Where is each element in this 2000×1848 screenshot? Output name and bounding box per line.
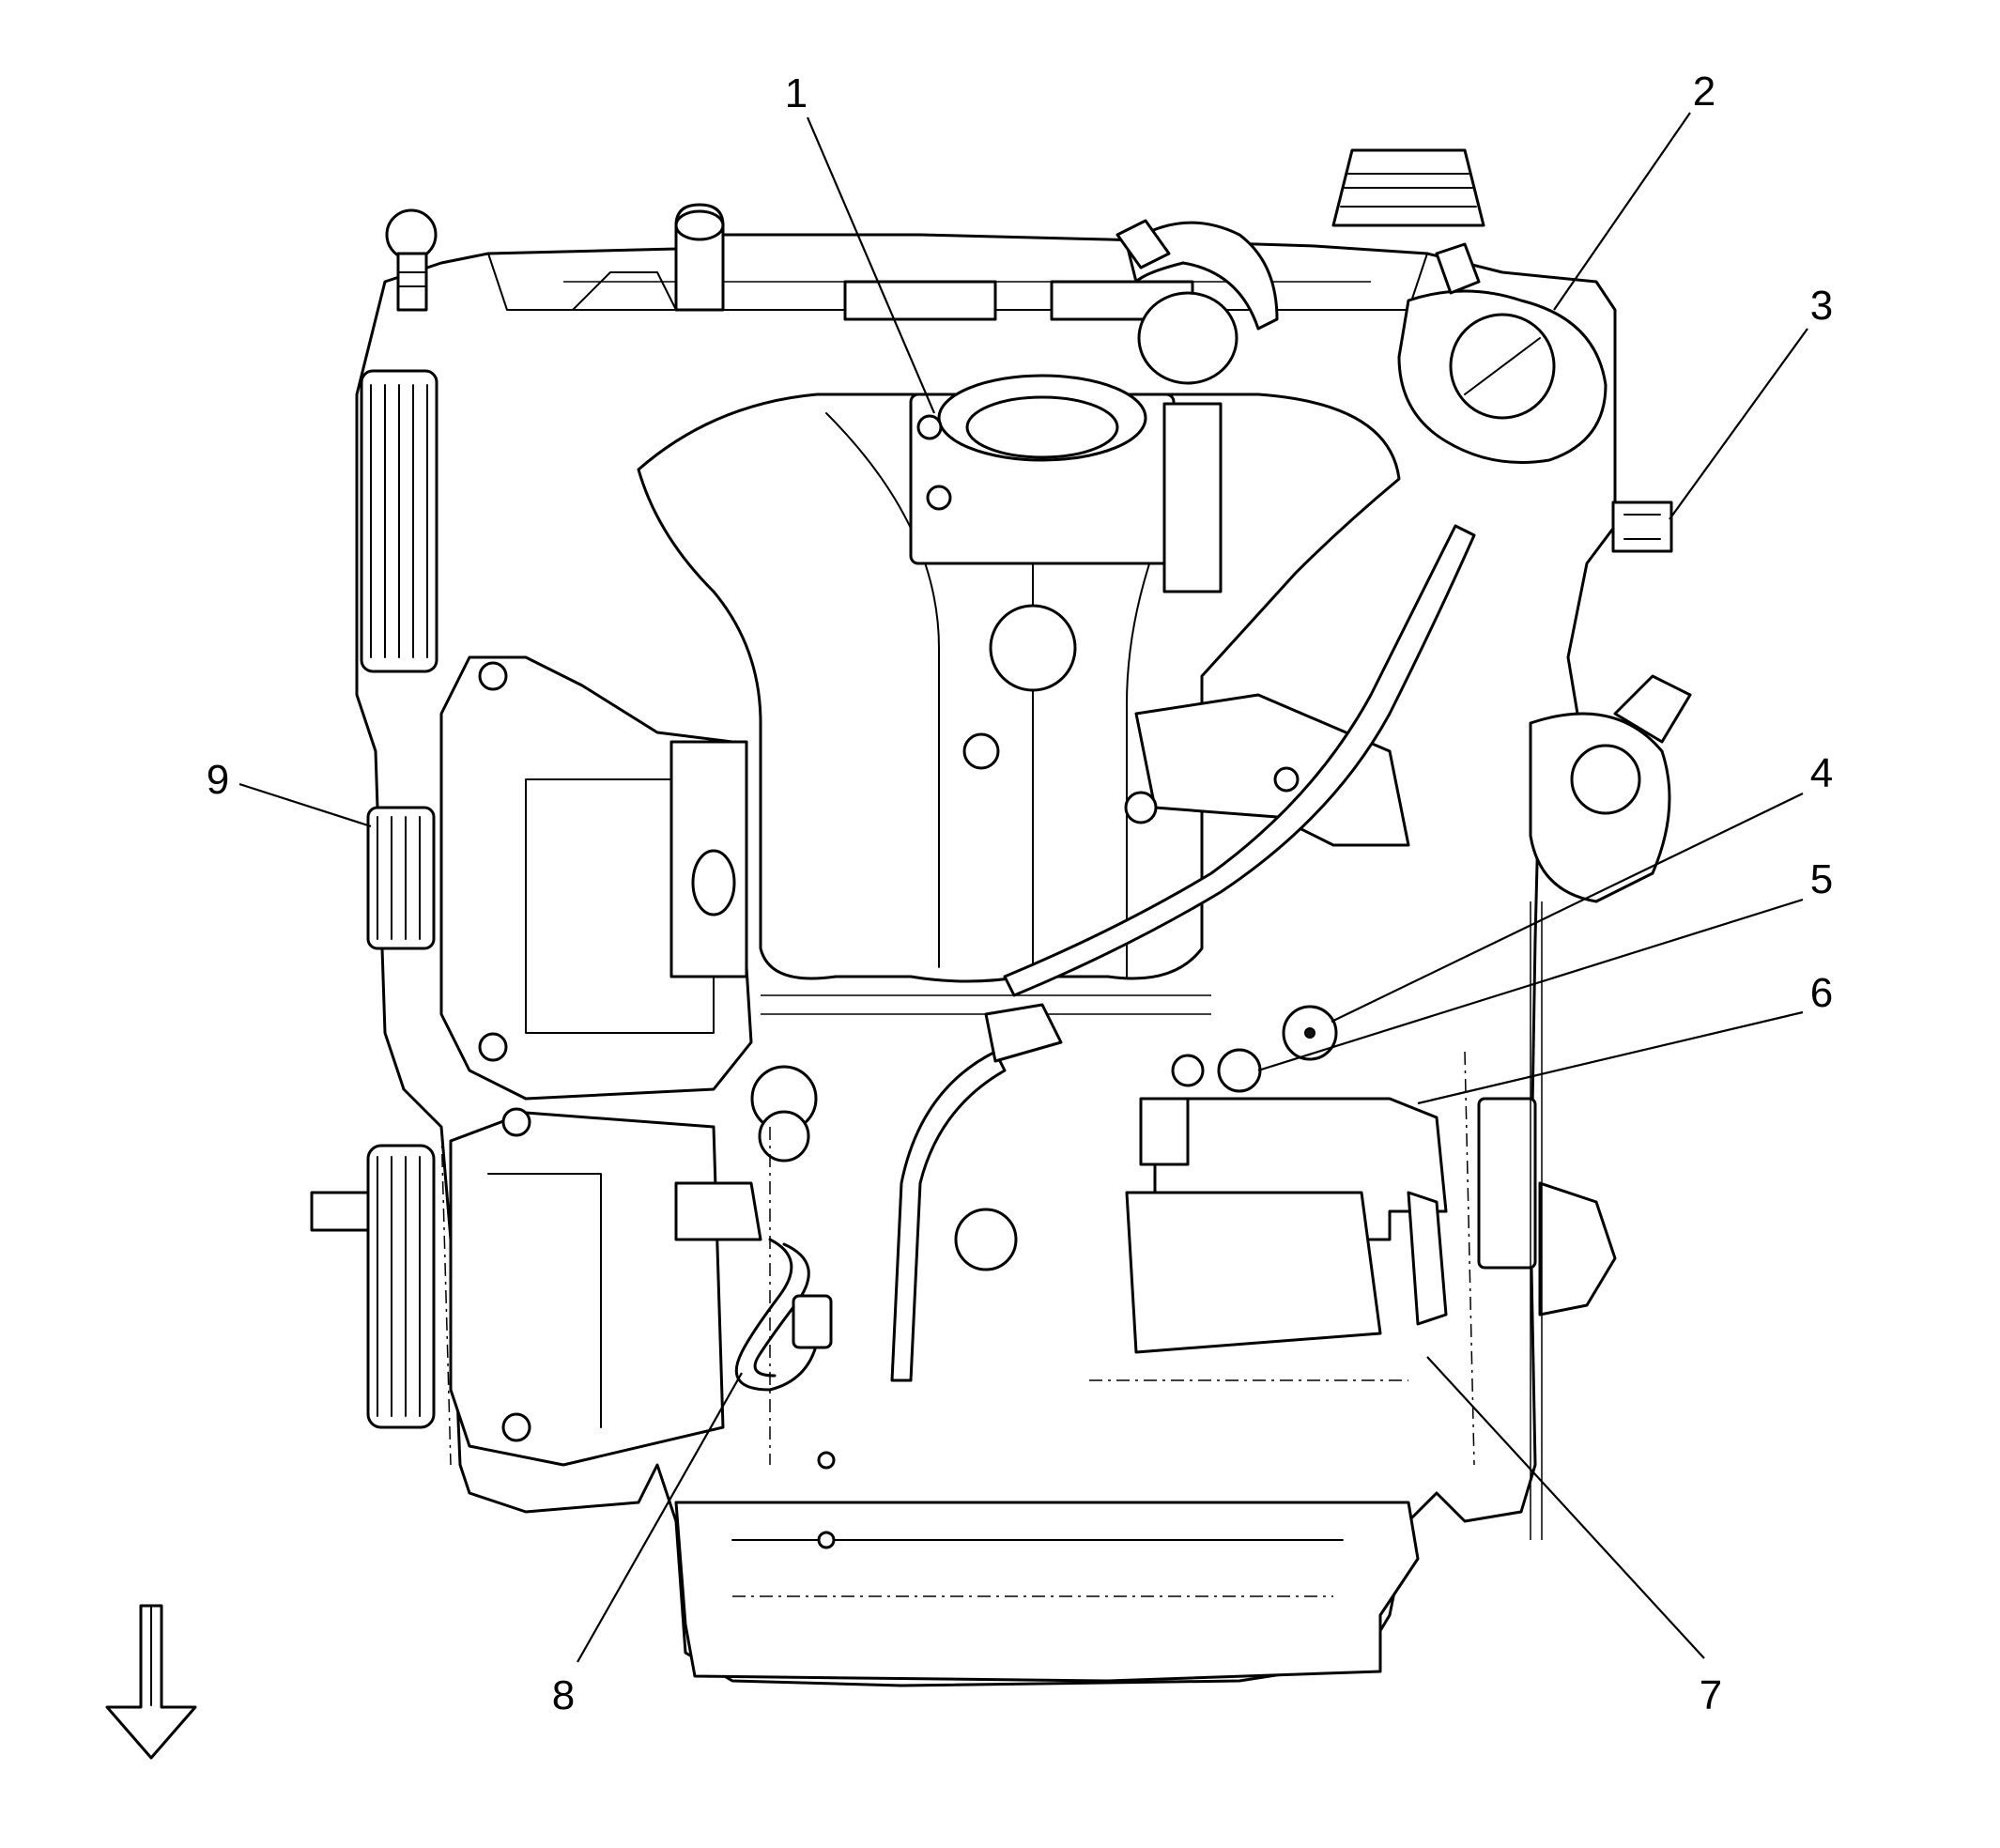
callout-labels: 1 2 3 4 5 6 7 8 9 [207, 69, 1833, 1718]
callout-8: 8 [552, 1672, 575, 1718]
callout-4: 4 [1810, 750, 1833, 796]
leader-8 [577, 1372, 743, 1663]
engine-illustration [310, 148, 1692, 1687]
callout-3: 3 [1810, 283, 1833, 329]
leader-6 [1417, 1010, 1804, 1105]
callout-9: 9 [207, 757, 229, 803]
leader-9 [238, 782, 372, 828]
leader-1 [806, 116, 936, 414]
leader-4 [1331, 793, 1804, 1023]
callout-1: 1 [785, 70, 808, 116]
callout-5: 5 [1810, 856, 1833, 902]
leader-3 [1669, 328, 1808, 520]
callout-2: 2 [1693, 69, 1715, 115]
leader-2 [1553, 112, 1691, 311]
callout-7: 7 [1700, 1672, 1722, 1718]
callout-6: 6 [1810, 970, 1833, 1016]
leader-lines [238, 112, 1808, 1663]
leader-7 [1426, 1356, 1705, 1659]
leader-5 [1257, 898, 1804, 1072]
